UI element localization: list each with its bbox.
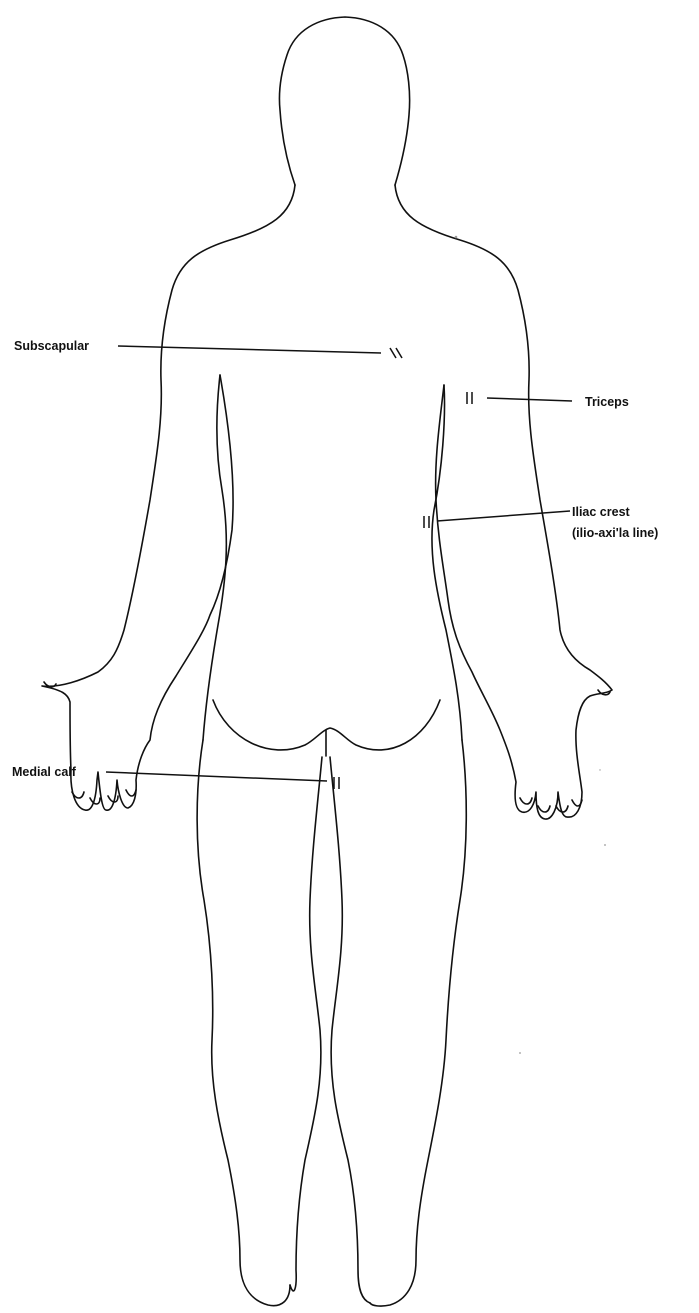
body-outline: [42, 17, 612, 1306]
leader-lines: [106, 346, 572, 781]
torso-left-outline: [203, 375, 226, 740]
subscapular-mark: [390, 348, 402, 358]
subscapular-leader: [118, 346, 381, 353]
subscapular-label: Subscapular: [14, 339, 89, 353]
iliac-crest-mark: [424, 516, 429, 528]
triceps-label: Triceps: [585, 395, 629, 409]
triceps-mark: [467, 392, 472, 404]
medial-calf-leader: [106, 772, 327, 781]
iliac-crest-label: Iliac crest: [572, 505, 631, 519]
site-labels: Subscapular Triceps Iliac crest (ilio-ax…: [12, 339, 658, 779]
scan-specks: [455, 236, 606, 1054]
iliac-crest-leader: [437, 511, 570, 521]
left-fingernails: [44, 682, 136, 804]
medial-calf-label: Medial calf: [12, 765, 77, 779]
head-outline: [279, 17, 409, 185]
right-leg-inner-outline: [330, 757, 370, 1303]
torso-right-outline: [432, 385, 462, 740]
left-leg-outline: [197, 740, 290, 1306]
left-leg-inner-outline: [290, 757, 322, 1291]
right-leg-outline: [370, 740, 466, 1306]
left-arm-outline: [42, 185, 295, 810]
iliac-crest-sublabel: (ilio-axi'la line): [572, 526, 658, 540]
site-marks: [334, 348, 472, 789]
medial-calf-mark: [334, 777, 339, 789]
right-fingernails: [520, 690, 610, 812]
